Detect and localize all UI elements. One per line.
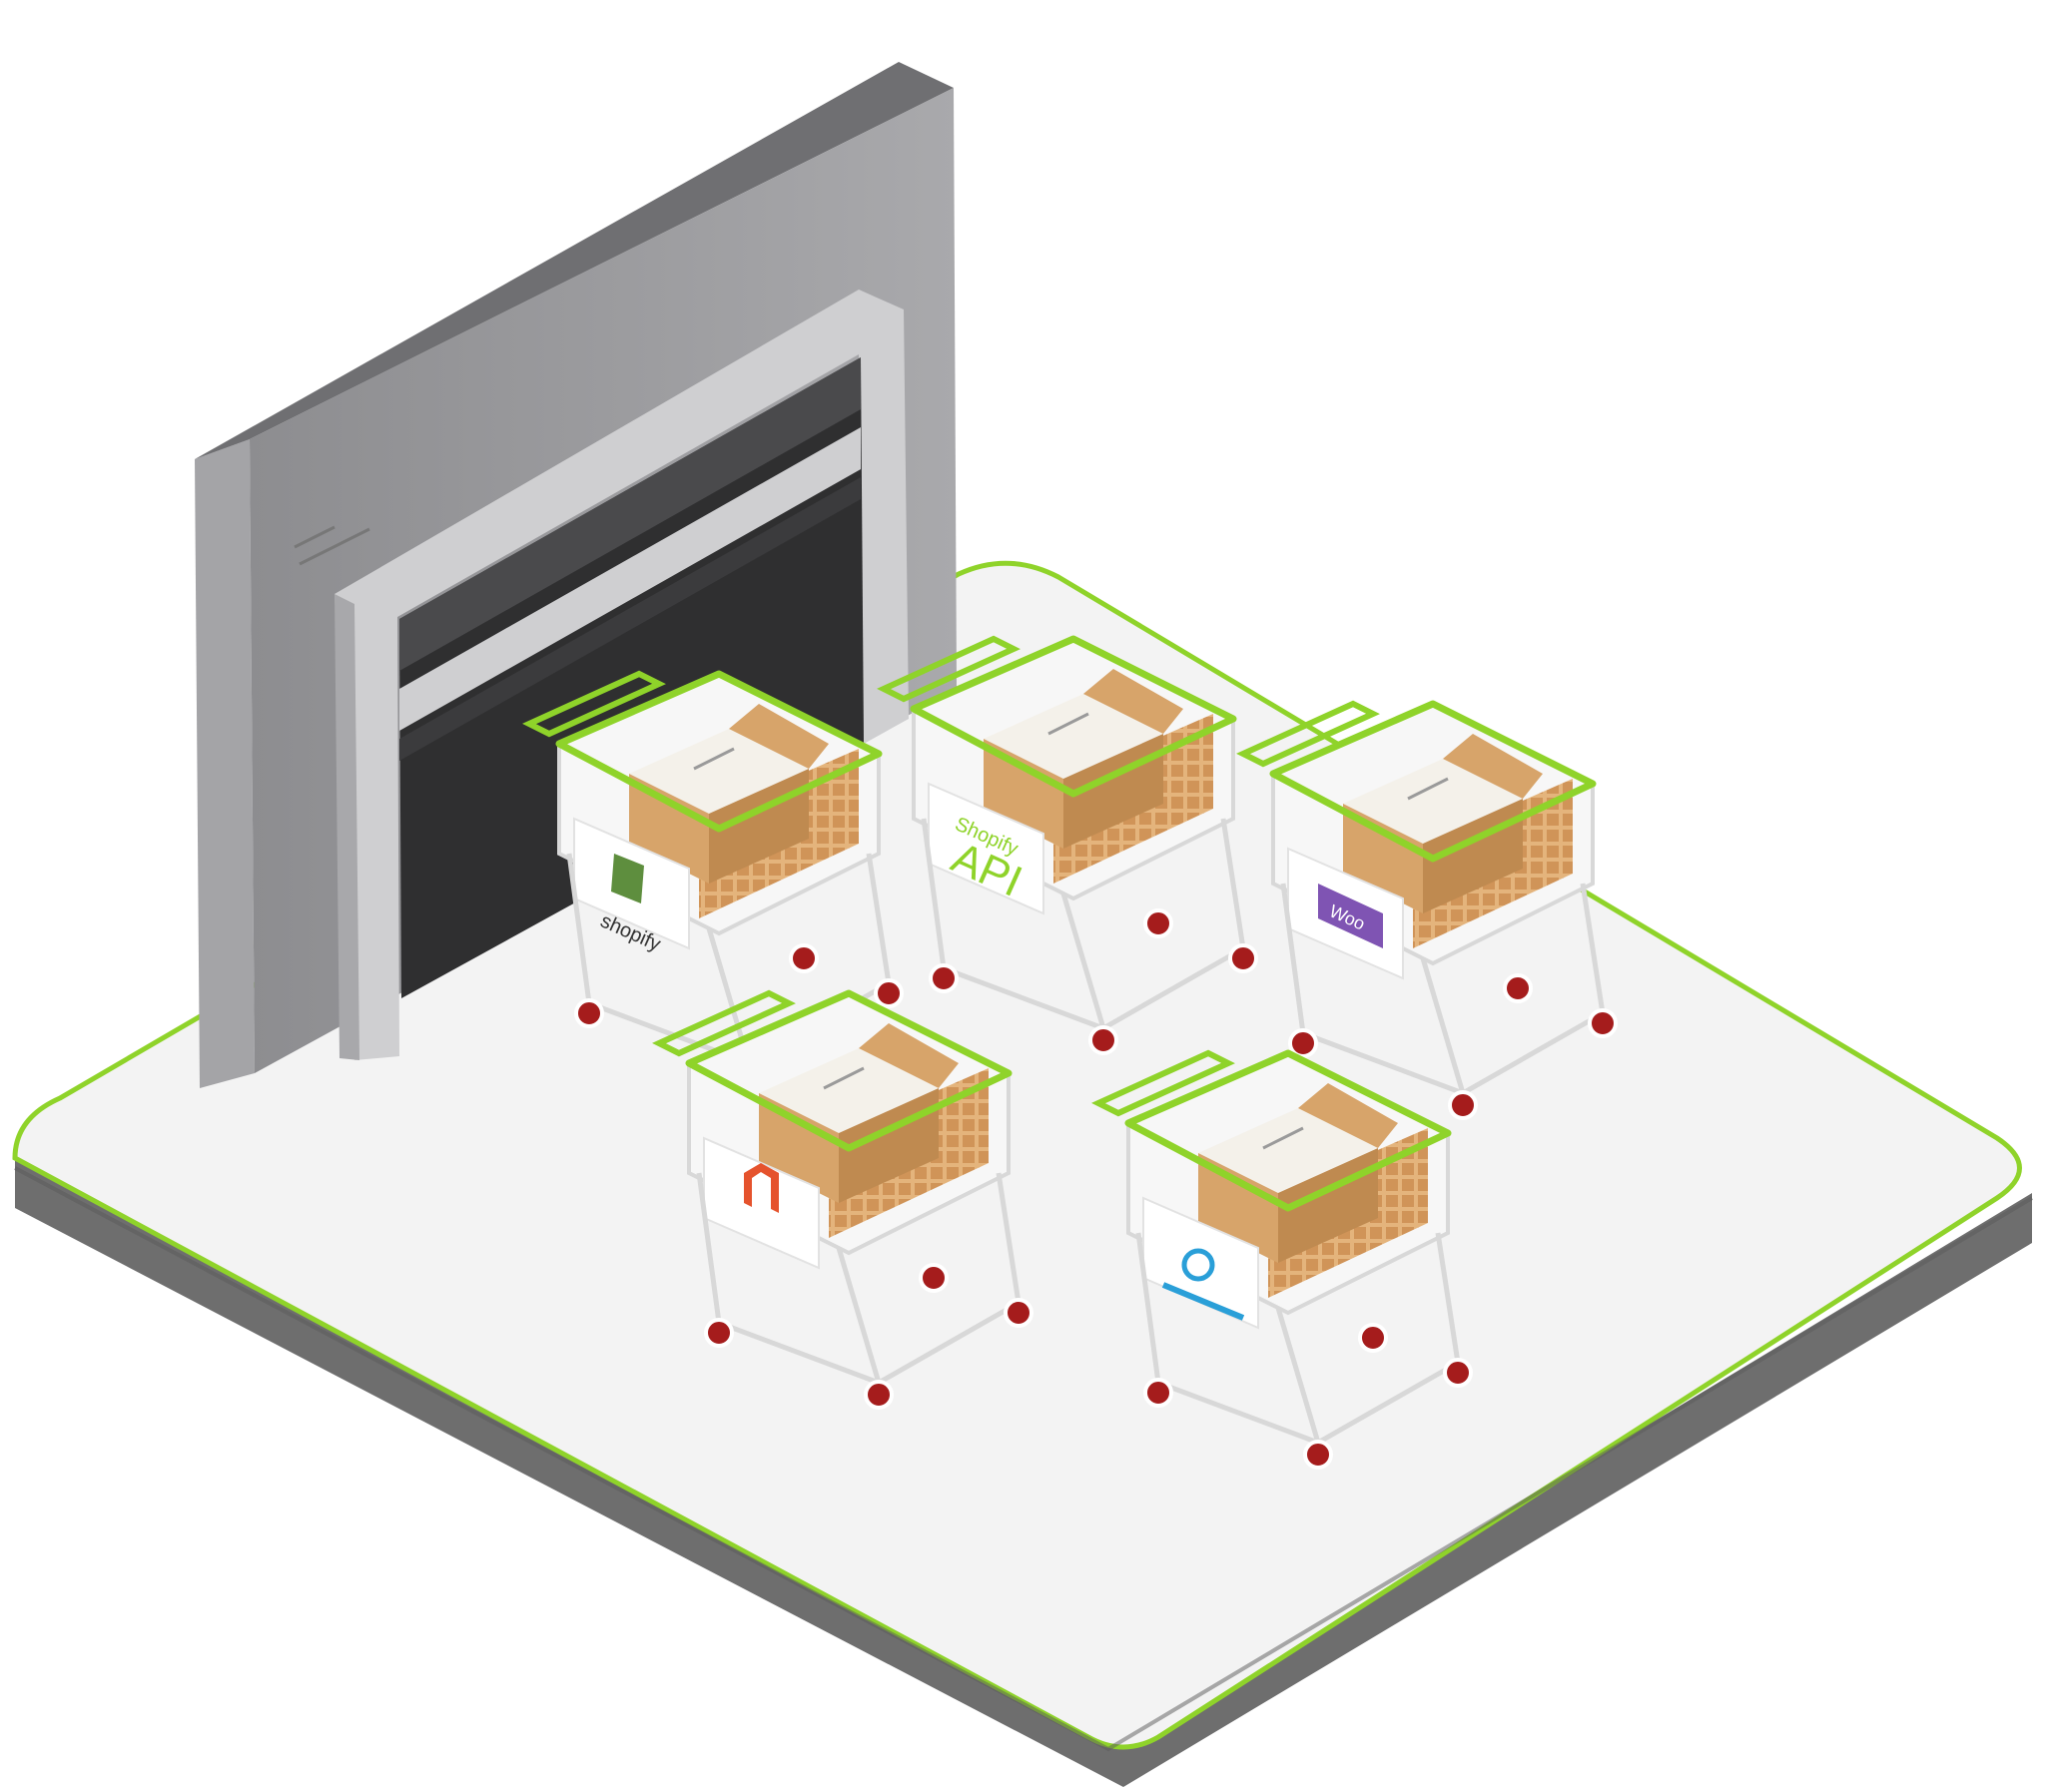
cart-wheel <box>704 1318 734 1348</box>
cart-wheel <box>1004 1298 1033 1328</box>
cart-rim <box>910 635 1237 798</box>
box-flap <box>1083 669 1183 734</box>
shutter-band-1 <box>399 357 861 671</box>
box-top <box>759 1048 939 1133</box>
logo-panel-bg <box>1142 1196 1259 1330</box>
box-item <box>823 1066 865 1090</box>
cart-wheel <box>574 998 604 1028</box>
cart-frame <box>1280 883 1606 1096</box>
box-flap <box>859 1023 959 1088</box>
cart-frame <box>696 1172 1022 1386</box>
logo-panel-bg <box>703 1136 820 1270</box>
wall-sign <box>294 525 370 566</box>
platform-logo-icon <box>1161 1248 1245 1321</box>
cart-wheel <box>1088 1025 1118 1055</box>
cart-wheel <box>1503 973 1533 1003</box>
box-item <box>1262 1126 1304 1150</box>
box-item <box>693 747 735 771</box>
box-flap <box>1298 1083 1398 1148</box>
magento-icon <box>744 1163 779 1213</box>
cart-frame <box>566 853 892 1066</box>
cart-wheel <box>1303 1440 1333 1470</box>
cart-logo-panel: shopify <box>573 817 690 955</box>
box-top <box>1343 759 1523 844</box>
cart-wheel <box>1448 1090 1478 1120</box>
cart-wheel <box>1288 1028 1318 1058</box>
box-front <box>629 774 709 884</box>
box-item <box>1047 712 1089 736</box>
cart-handle <box>1091 1049 1235 1117</box>
cart-rim <box>1124 1049 1452 1212</box>
door-frame-shade <box>335 594 359 1060</box>
cart-frame <box>1135 1232 1461 1446</box>
cart-rim <box>1269 700 1597 863</box>
box-item <box>1407 777 1449 801</box>
box-front <box>1343 804 1423 913</box>
floor-edge-shadow <box>14 1166 2034 1752</box>
cart-wheel <box>864 1380 894 1410</box>
cart-handle <box>877 635 1021 703</box>
door-frame <box>335 290 909 1060</box>
box-top <box>984 694 1163 779</box>
box-top <box>1198 1108 1378 1193</box>
cart-handle <box>652 989 796 1057</box>
cart-wheel <box>1143 1378 1173 1408</box>
warehouse-top <box>195 62 954 459</box>
box-front <box>984 739 1063 849</box>
box-flap <box>1443 734 1543 799</box>
logo-panel-bg <box>928 782 1044 915</box>
box-front <box>1198 1153 1278 1263</box>
cart-wheel <box>1588 1008 1618 1038</box>
cart-logo-panel <box>1142 1196 1259 1330</box>
cart-rim <box>685 989 1013 1152</box>
cart-wheel <box>929 963 959 993</box>
cart-frame <box>921 818 1246 1031</box>
cart-shopify: shopify <box>522 670 904 1090</box>
cart-magento <box>652 989 1033 1410</box>
cart-wheel <box>1143 908 1173 938</box>
cart-other <box>1091 1049 1473 1470</box>
cart-wheel <box>1443 1358 1473 1388</box>
box-top <box>629 729 809 814</box>
box-flap <box>729 704 829 769</box>
woocommerce-icon <box>1318 884 1383 948</box>
warehouse-side <box>195 439 255 1088</box>
shutter-band-3 <box>399 477 861 761</box>
cart-wheel <box>919 1263 949 1293</box>
cart-wheel <box>874 978 904 1008</box>
box-front <box>759 1093 839 1203</box>
cart-wheel <box>1358 1323 1388 1353</box>
shutter-band-2 <box>399 427 861 731</box>
cart-handle <box>1236 700 1380 768</box>
cart-logo-panel: Woo <box>1287 847 1404 980</box>
warehouse-building <box>195 62 957 1088</box>
floor-side <box>15 1158 2032 1787</box>
cart-logo-panel <box>703 1136 820 1270</box>
cart-handle <box>522 670 666 738</box>
cart-rim <box>555 670 883 833</box>
cart-woo: Woo <box>1236 700 1618 1120</box>
cart-wheel <box>789 943 819 973</box>
shopify-bag-icon <box>611 854 644 903</box>
cart-wheel <box>1228 943 1258 973</box>
